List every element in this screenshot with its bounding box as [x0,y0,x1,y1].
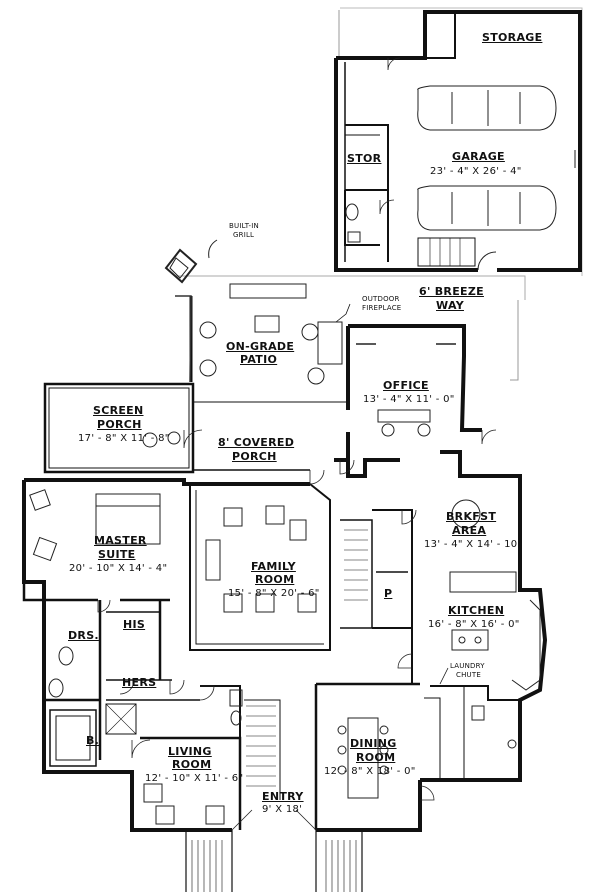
master-suite-label: MASTER [94,534,147,547]
brkfst-area-dimensions: 13' - 4" X 14' - 10" [424,539,523,550]
outdoor-fireplace-callout: FIREPLACE [362,304,402,312]
dining-room-dimensions: 12' - 8" X 18' - 0" [324,766,416,777]
hers-label: HERS [122,676,157,689]
family-room-dimensions: 15' - 8" X 20' - 6" [228,588,320,599]
laundry-chute-callout: CHUTE [456,671,481,679]
kitchen-label: KITCHEN [448,604,505,617]
garage-label: GARAGE [452,150,505,163]
living-room-label: LIVING [168,745,212,758]
grill-icon [164,248,198,284]
living-room-label: ROOM [172,758,212,771]
dining-room-label: ROOM [356,751,396,764]
drs-label: DRS. [68,629,99,642]
brkfst-area-label: AREA [452,524,487,537]
walls [22,7,583,892]
covered-porch-label: 8' COVERED [218,436,295,449]
brkfst-area-label: BRKFST [446,510,497,523]
doors [97,57,497,831]
pantry-label: P [384,587,393,600]
office-label: OFFICE [383,379,429,392]
built-in-grill-callout: BUILT-IN [229,222,259,230]
stor-label: STOR [347,152,382,165]
car-icon [417,185,557,231]
furniture [29,85,576,825]
on-grade-patio-label: ON-GRADE [226,340,295,353]
master-suite-label: SUITE [98,548,136,561]
laundry-chute-callout: LAUNDRY [450,662,485,670]
screen-porch-label: SCREEN [93,404,144,417]
entry-dimensions: 9' X 18' [262,804,303,815]
garage-dimensions: 23' - 4" X 26' - 4" [430,166,522,177]
master-suite-dimensions: 20' - 10" X 14' - 4" [69,563,168,574]
living-room-dimensions: 12' - 10" X 11' - 6" [145,773,244,784]
storage-label: STORAGE [482,31,543,44]
family-room-label: ROOM [255,573,295,586]
his-label: HIS [123,618,146,631]
screen-porch-dimensions: 17' - 8" X 11' - 8" [78,433,170,444]
outdoor-fireplace-callout: OUTDOOR [362,295,400,303]
entry-label: ENTRY [262,790,304,803]
car-icon [417,85,557,131]
screen-porch-label: PORCH [97,418,142,431]
callout-leaders [335,303,449,685]
on-grade-patio-label: PATIO [240,353,278,366]
breeze-way-label: 6' BREEZE [419,285,484,298]
family-room-label: FAMILY [251,560,296,573]
kitchen-dimensions: 16' - 8" X 16' - 0" [428,619,520,630]
covered-porch-label: PORCH [232,450,277,463]
office-dimensions: 13' - 4" X 11' - 0" [363,394,455,405]
dining-room-label: DINING [350,737,397,750]
breeze-way-label: WAY [436,299,464,312]
built-in-grill-callout: GRILL [233,231,255,239]
bath-label: B. [86,734,100,747]
